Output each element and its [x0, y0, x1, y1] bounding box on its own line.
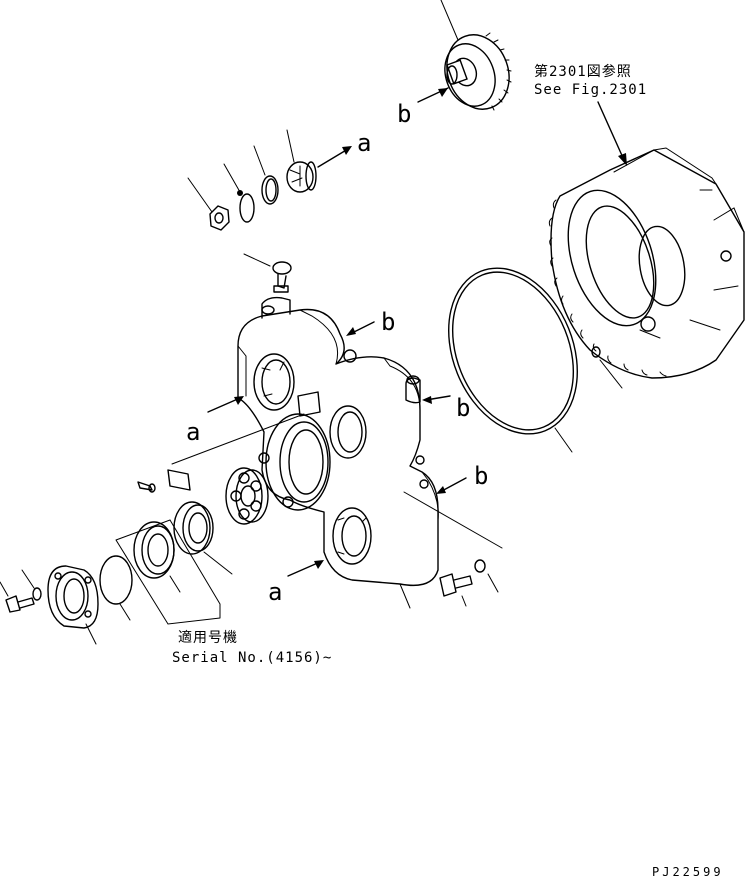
reference-jp: 第2301図参照 [534, 63, 632, 80]
bolt-right [403, 491, 503, 607]
case-callouts: b b b a a [186, 308, 488, 606]
eye-bolt [243, 253, 292, 293]
washer-small [21, 569, 42, 601]
oil-seal-outer [173, 501, 233, 575]
figure-code: PJ22599 [652, 865, 724, 879]
callout-a-lower: a [268, 578, 282, 606]
oil-seal-inner [133, 521, 181, 593]
serial-bracket [115, 519, 221, 625]
callout-b-gear: b [397, 100, 411, 128]
bolt-left [0, 581, 35, 613]
cover-flange [47, 565, 99, 645]
roller-bearing [225, 467, 269, 525]
serial-note-jp: 適用号機 [178, 629, 238, 646]
serial-note-en: Serial No.(4156)~ [172, 650, 332, 666]
spacer-ring [253, 145, 279, 205]
callout-a-mid: a [186, 418, 200, 446]
callout-b-mid: b [456, 394, 470, 422]
o-ring-small [99, 555, 133, 621]
reference-note: 第2301図参照 See Fig.2301 [534, 63, 647, 166]
callout-a-top: a [357, 129, 371, 157]
snap-ring [223, 163, 255, 223]
gear-case [237, 296, 439, 609]
washer-right [474, 559, 499, 593]
name-plate [137, 413, 305, 493]
transmission-housing [548, 147, 745, 389]
callout-b-upper: b [381, 308, 395, 336]
drive-gear [440, 0, 512, 111]
bearing-small: a [286, 129, 371, 193]
arrow-b-gear: b [397, 87, 449, 128]
lock-nut [187, 177, 230, 231]
large-o-ring [448, 267, 578, 453]
reference-en: See Fig.2301 [534, 82, 647, 98]
callout-b-lower: b [474, 462, 488, 490]
